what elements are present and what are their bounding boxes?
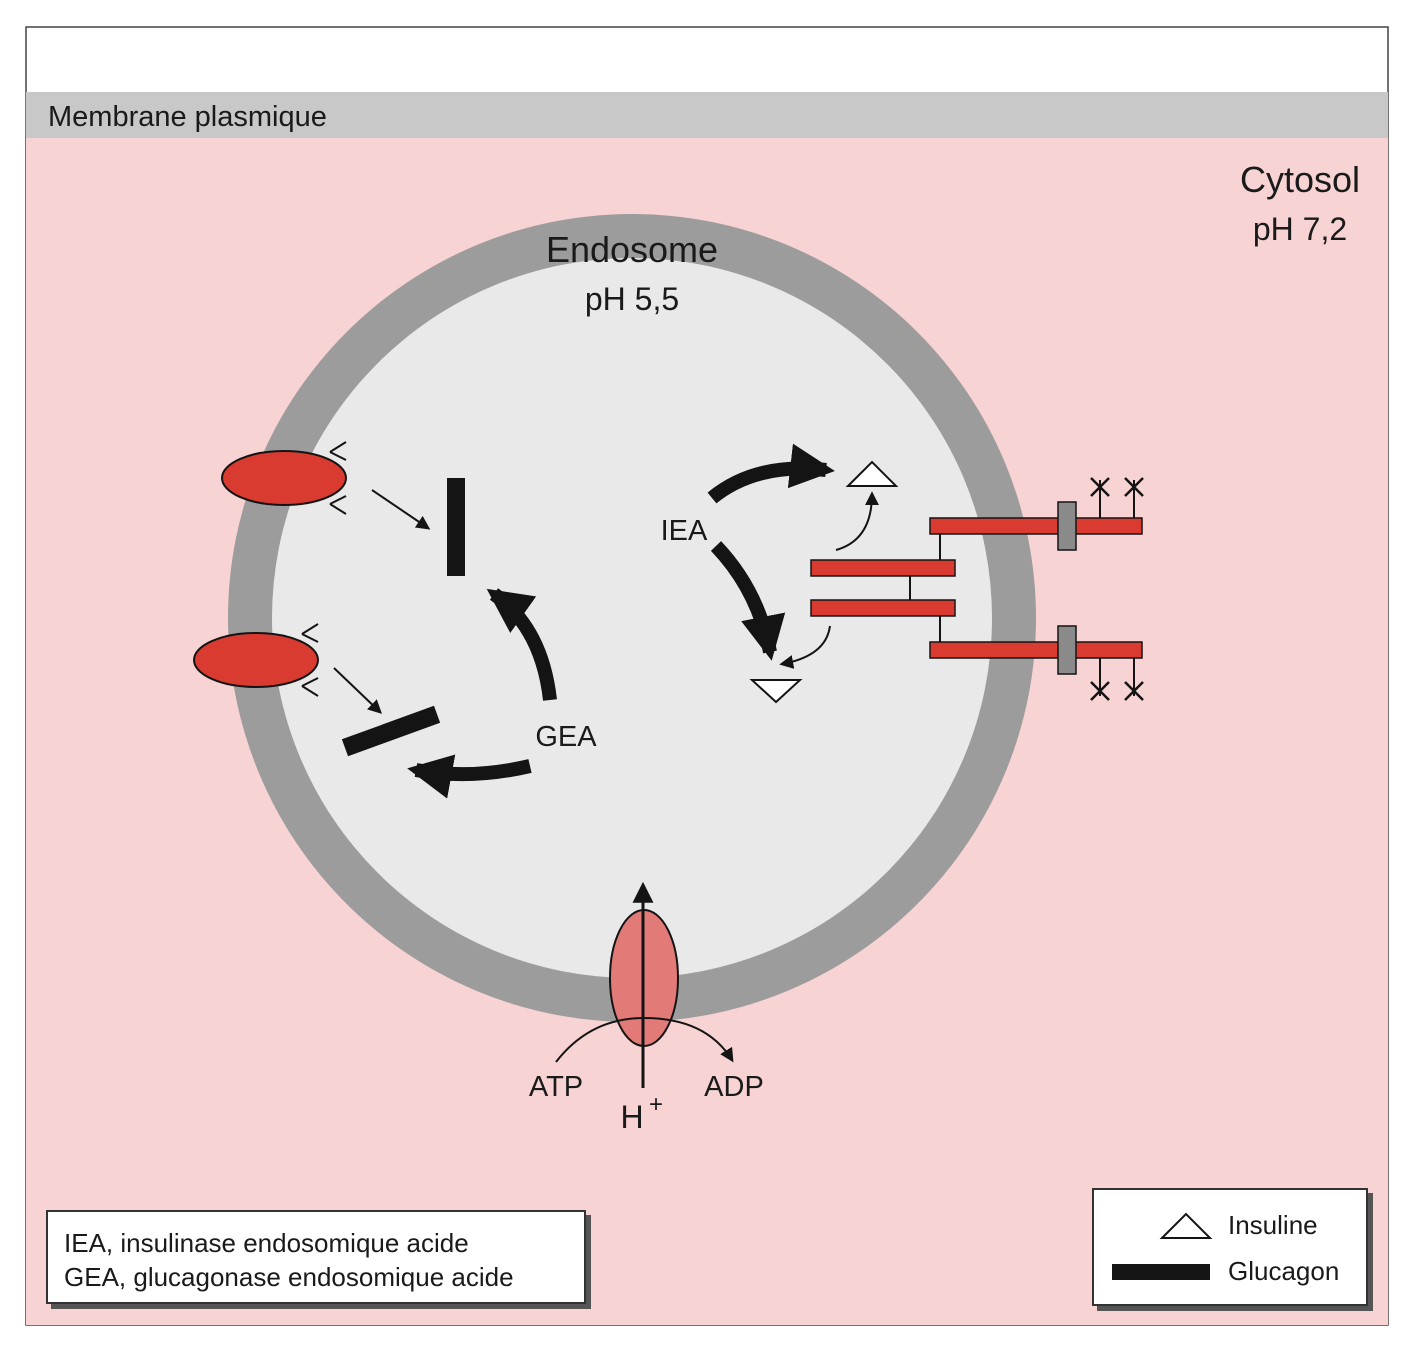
legend-iea-definition: IEA, insulinase endosomique acide — [64, 1228, 469, 1258]
membrane-label: Membrane plasmique — [48, 101, 327, 133]
insulin-release-arrow-down — [779, 625, 831, 669]
cytosol-label: Cytosol — [1240, 159, 1360, 200]
iea-label: IEA — [661, 515, 708, 547]
endosome-lumen — [272, 258, 992, 978]
legend-insulin-triangle-icon — [1159, 1212, 1213, 1239]
insulin-triangle-up — [845, 460, 899, 487]
insulin-receptor — [810, 477, 1144, 701]
glucagon-receptor-lower — [193, 623, 319, 697]
gea-label: GEA — [535, 721, 597, 753]
legend-glucagon-bar-icon — [1112, 1264, 1210, 1280]
gea-arrow-left — [407, 754, 532, 799]
adp-label: ADP — [704, 1071, 764, 1103]
endosome-label: Endosome — [546, 229, 718, 270]
glucagon-bar-tilted — [341, 705, 441, 757]
insulin-triangle-down — [749, 679, 803, 704]
symbol-legend: Insuline Glucagon — [1092, 1188, 1368, 1306]
endosome-ph-label: pH 5,5 — [585, 281, 679, 317]
legend-gea-definition: GEA, glucagonase endosomique acide — [64, 1262, 514, 1292]
atp-label: ATP — [529, 1071, 583, 1103]
plasma-membrane-band — [26, 92, 1388, 138]
proton-charge-label: + — [649, 1091, 663, 1118]
iea-arrow-up — [707, 443, 835, 504]
proton-label: H — [620, 1099, 643, 1135]
release-arrow-upper — [371, 489, 431, 530]
atp-adp-arrow — [555, 1016, 734, 1063]
abbreviation-legend: IEA, insulinase endosomique acide GEA, g… — [46, 1210, 586, 1304]
insulin-release-arrow-up — [835, 491, 879, 551]
iea-arrow-down — [710, 541, 786, 661]
legend-symbols — [1112, 1212, 1213, 1280]
glucagon-receptor-upper — [221, 441, 347, 515]
cytosol-ph-label: pH 7,2 — [1253, 211, 1347, 247]
legend-glucagon-label: Glucagon — [1228, 1256, 1340, 1286]
legend-insulin-label: Insuline — [1228, 1210, 1318, 1240]
gea-arrow-up — [486, 588, 557, 701]
release-arrow-lower — [333, 667, 383, 714]
glucagon-bar-vertical — [447, 478, 465, 576]
